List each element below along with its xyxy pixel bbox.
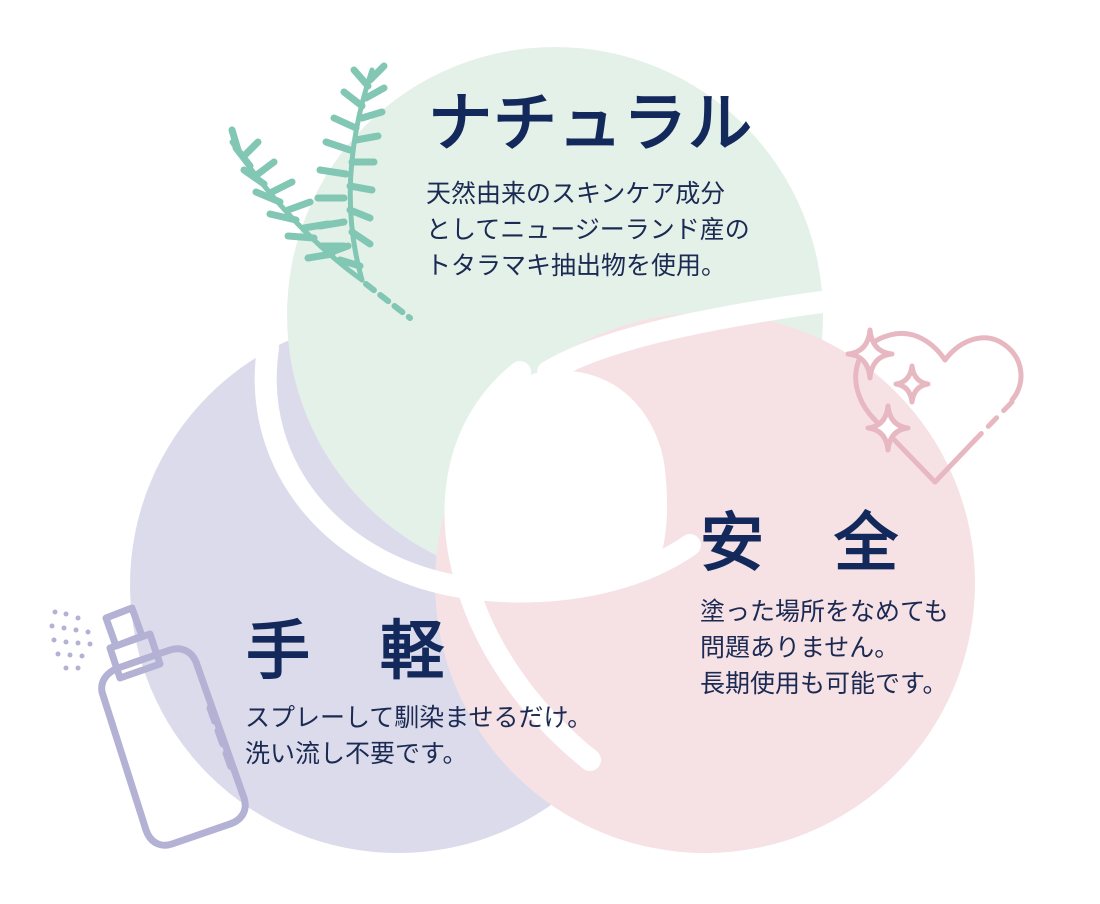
heading-safe-char: 全 (834, 507, 898, 581)
description-easy-line: 洗い流し不要です。 (245, 739, 468, 768)
description-natural: 天然由来のスキンケア成分 としてニュージーランド産の トタラマキ抽出物を使用。 (426, 176, 750, 284)
sparkle-small-icon (865, 403, 911, 453)
spray-mist (49, 609, 93, 671)
heading-safe-char: 安 (700, 507, 764, 581)
heading-natural: ナチュラル (428, 87, 753, 161)
heading-easy-char: 手 (246, 615, 310, 689)
heading-easy-char: 軽 (380, 615, 444, 689)
description-natural-line: としてニュージーランド産の (426, 215, 750, 244)
heading-safe: 安全 (700, 512, 898, 576)
spray-bottle-icon (49, 604, 249, 849)
description-safe: 塗った場所をなめても 問題ありません。 長期使用も可能です。 (700, 594, 949, 702)
heading-easy: 手軽 (246, 620, 444, 684)
description-easy-line: スプレーして馴染ませるだけ。 (245, 703, 593, 732)
description-easy: スプレーして馴染ませるだけ。 洗い流し不要です。 (245, 700, 592, 772)
description-safe-line: 長期使用も可能です。 (700, 669, 948, 698)
description-natural-line: トタラマキ抽出物を使用。 (426, 251, 727, 280)
sparkling-heart-icon (845, 327, 1024, 485)
description-safe-line: 塗った場所をなめても (700, 597, 949, 626)
rosemary-sprig-icon (228, 62, 413, 321)
description-natural-line: 天然由来のスキンケア成分 (426, 179, 726, 208)
center-core (454, 370, 668, 588)
description-safe-line: 問題ありません。 (700, 633, 900, 662)
sparkle-medium-icon (893, 363, 931, 405)
sparkle-large-icon (845, 327, 895, 381)
